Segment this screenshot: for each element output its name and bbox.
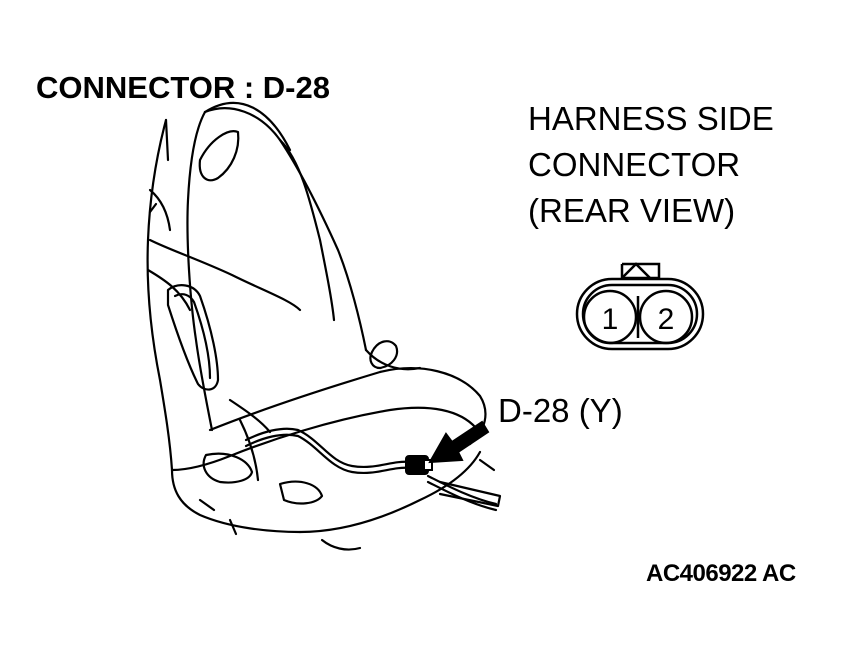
connector-title: CONNECTOR : D-28 — [36, 70, 330, 105]
seat-illustration — [146, 101, 502, 551]
connector-face-icon — [575, 262, 705, 351]
pin-1-label: 1 — [602, 303, 619, 336]
seat-connector-plug — [405, 455, 433, 475]
harness-label-line1: HARNESS SIDE — [528, 100, 774, 137]
connector-callout-label: D-28 (Y) — [498, 392, 623, 429]
pin-2-label: 2 — [658, 303, 675, 336]
pointer-arrow-icon — [428, 420, 490, 464]
harness-label-line2: CONNECTOR — [528, 146, 741, 183]
harness-label-line3: (REAR VIEW) — [528, 192, 736, 229]
figure-code: AC406922 AC — [646, 560, 796, 587]
wire-harness — [244, 427, 498, 512]
